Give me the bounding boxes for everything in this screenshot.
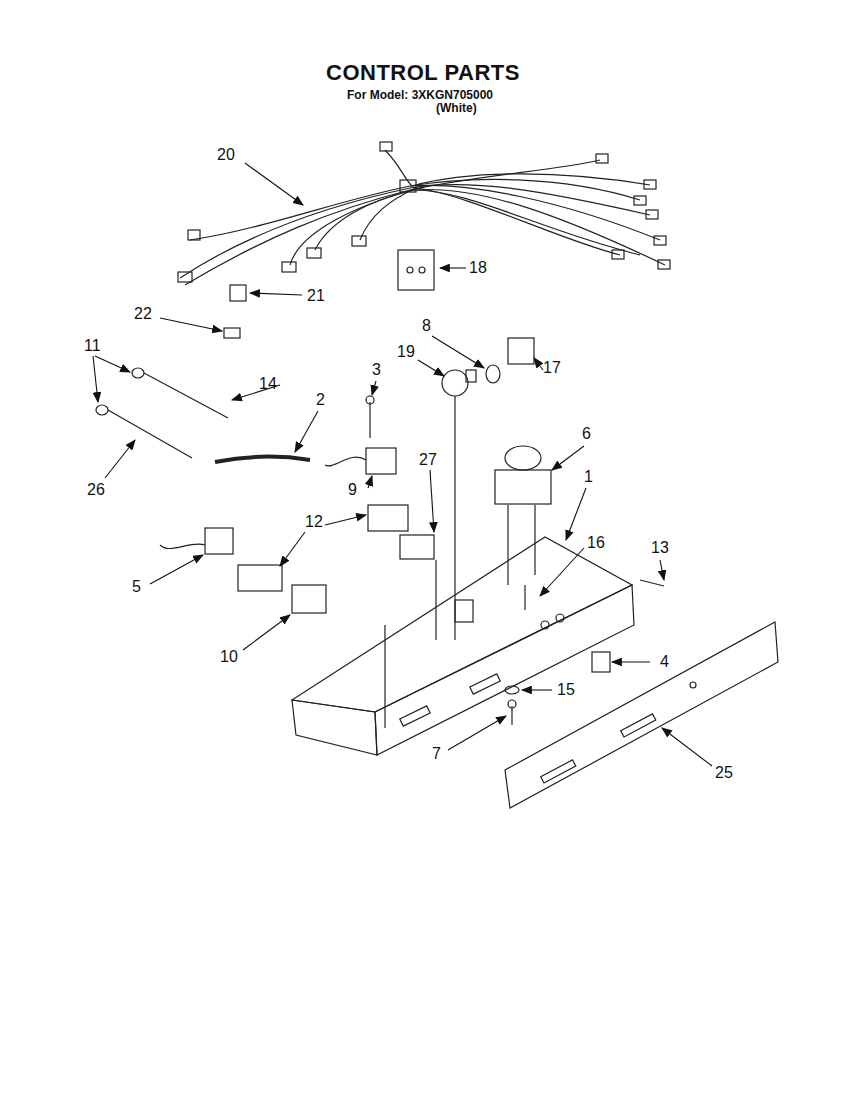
callout-number: 2 xyxy=(316,391,325,409)
callout-number: 19 xyxy=(397,343,415,361)
callout-number: 14 xyxy=(259,375,277,393)
callout-number: 20 xyxy=(217,146,235,164)
callout-number: 26 xyxy=(87,481,105,499)
callout-number: 1 xyxy=(584,468,593,486)
callout-number: 17 xyxy=(543,359,561,377)
callout-number: 18 xyxy=(469,259,487,277)
callout-number: 13 xyxy=(651,539,669,557)
callout-number: 15 xyxy=(557,681,575,699)
callout-number: 4 xyxy=(660,653,669,671)
callout-number: 22 xyxy=(134,305,152,323)
callout-number: 12 xyxy=(305,513,323,531)
callout-number: 27 xyxy=(419,451,437,469)
callout-number: 6 xyxy=(582,425,591,443)
callout-number: 9 xyxy=(348,481,357,499)
callout-number: 8 xyxy=(422,317,431,335)
diagram-title: CONTROL PARTS xyxy=(326,61,520,85)
callout-number: 11 xyxy=(84,337,101,355)
model-color: (White) xyxy=(436,102,477,115)
callout-number: 7 xyxy=(432,745,441,763)
model-number: For Model: 3XKGN705000 xyxy=(347,89,493,102)
callout-number: 21 xyxy=(307,287,325,305)
callout-number: 10 xyxy=(220,648,238,666)
callout-number: 5 xyxy=(132,578,141,596)
callout-number: 3 xyxy=(372,361,381,379)
callout-number: 16 xyxy=(587,534,605,552)
callout-number: 25 xyxy=(715,764,733,782)
